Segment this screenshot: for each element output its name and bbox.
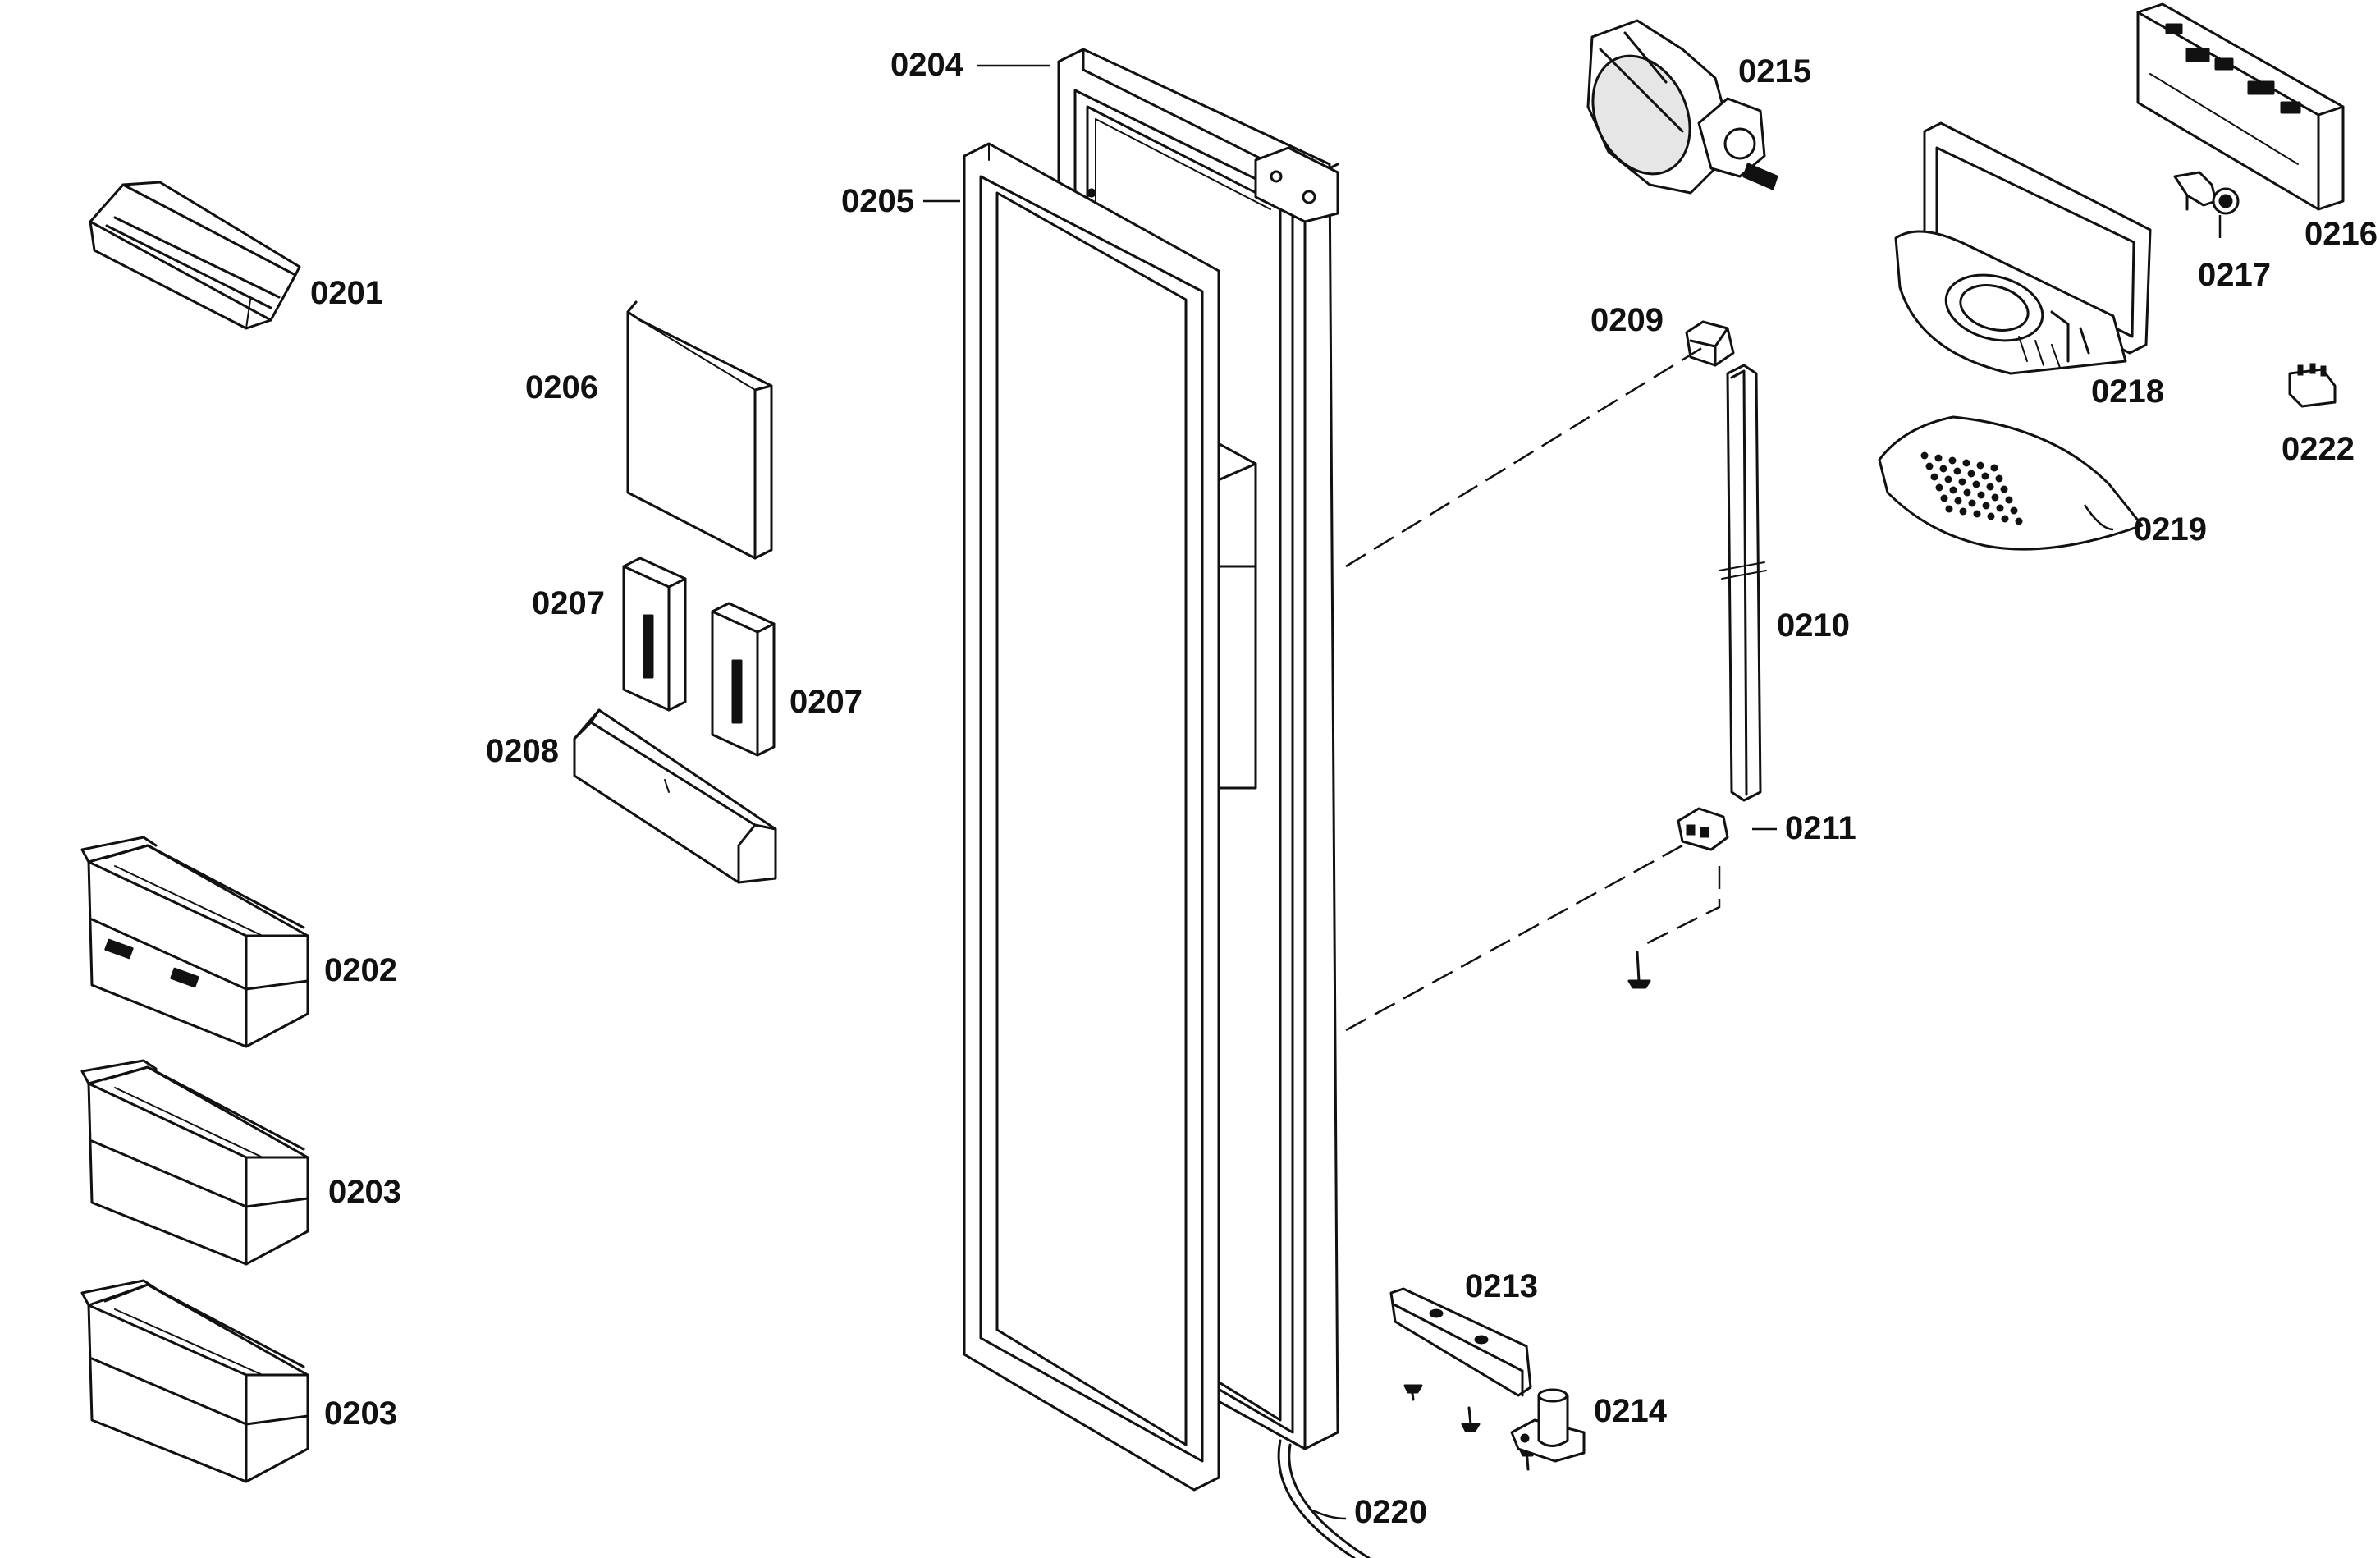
label-0205: 0205 [841, 183, 914, 219]
grille-hole [1944, 475, 1952, 483]
label-0217: 0217 [2198, 257, 2271, 293]
part-0206-cover [626, 300, 773, 560]
label-0220: 0220 [1354, 1494, 1427, 1530]
label-0203-lower: 0203 [324, 1395, 397, 1432]
grille-hole [1920, 451, 1929, 460]
part-0207-cartridge-left [622, 557, 687, 712]
label-0209: 0209 [1590, 302, 1664, 338]
label-0214: 0214 [1594, 1393, 1668, 1429]
screw-icon [1403, 1384, 1423, 1401]
grille-hole [1982, 502, 1990, 510]
grille-hole [1972, 480, 1980, 488]
grille-hole [1935, 483, 1943, 492]
part-0202-door-bin [80, 836, 309, 1048]
grille-hole [1976, 461, 1984, 470]
part-0222-relay [2288, 363, 2337, 408]
grille-hole [1959, 507, 1967, 516]
grille-hole [1934, 454, 1943, 462]
grille-hole [1973, 510, 1981, 518]
grille-hole [1963, 488, 1971, 497]
label-0216: 0216 [2304, 216, 2378, 252]
label-0207-left: 0207 [532, 585, 605, 621]
part-0216-control-board [2136, 2, 2345, 211]
grille-hole [1990, 464, 1998, 472]
grille-hole [2010, 506, 2018, 515]
label-0215: 0215 [1738, 53, 1811, 89]
label-0222: 0222 [2282, 431, 2355, 467]
grille-hole [1948, 456, 1957, 465]
part-labels: 0201 0202 0203 0203 0204 0205 0206 0207 … [310, 47, 2378, 1530]
grille-hole [1940, 494, 1948, 502]
grille-hole [1987, 512, 1995, 520]
label-0203-upper: 0203 [328, 1174, 401, 1210]
label-0202: 0202 [324, 952, 397, 988]
part-0217-knob [2173, 171, 2240, 215]
grille-hole [2001, 515, 2009, 523]
part-0210-mullion-strip [1719, 364, 1767, 802]
part-0218-dispenser-frame [1894, 121, 2152, 375]
grille-hole [1958, 478, 1966, 486]
grille-hole [1996, 504, 2004, 512]
grille-hole [1967, 470, 1975, 478]
grille-hole [1939, 465, 1947, 473]
leader-lines [923, 64, 2222, 1520]
part-0205-gasket [963, 142, 1220, 1492]
label-0219: 0219 [2134, 511, 2207, 548]
grille-hole [1945, 505, 1953, 513]
part-0207-cartridge-right [711, 602, 776, 757]
screw-icon [1627, 951, 1651, 989]
part-0220-cable [1277, 1439, 1371, 1558]
part-0209-end-cap [1685, 320, 1735, 367]
part-0215-motor-housing [1586, 19, 1778, 195]
label-0208: 0208 [486, 733, 559, 769]
alignment-lines [1345, 343, 1721, 1032]
label-0204: 0204 [890, 47, 964, 83]
label-0210: 0210 [1777, 607, 1850, 644]
grille-hole [1925, 462, 1934, 470]
part-0201-shelf-bin [89, 181, 301, 330]
grille-hole [1953, 467, 1961, 475]
grille-hole [2005, 496, 2013, 504]
label-0207-right: 0207 [790, 684, 863, 720]
grille-hole [1991, 493, 1999, 502]
grille-hole [1954, 497, 1962, 505]
part-0203-door-bin-upper [80, 1059, 309, 1266]
grille-hole [1986, 483, 1994, 491]
part-0203-door-bin-lower [80, 1279, 309, 1483]
part-0208-tray [573, 708, 777, 884]
grille-hole [2000, 485, 2008, 493]
grille-hole [1968, 499, 1976, 507]
label-0201: 0201 [310, 275, 383, 311]
part-0213-hinge [1389, 1287, 1532, 1397]
part-0211-end-cap [1677, 807, 1729, 851]
label-0218: 0218 [2091, 373, 2164, 410]
grille-hole [1949, 486, 1957, 494]
label-0213: 0213 [1465, 1268, 1538, 1304]
grille-hole [2015, 517, 2023, 525]
grille-hole [1981, 472, 1989, 480]
grille-hole [1977, 491, 1985, 499]
grille-hole [1995, 474, 2003, 483]
grille-hole [1962, 459, 1970, 467]
screw-icon [1461, 1406, 1481, 1432]
part-0219-grille [1878, 415, 2144, 551]
part-0214-hinge-pin [1510, 1388, 1586, 1463]
grille-hole [1930, 473, 1938, 481]
label-0211: 0211 [1785, 810, 1856, 846]
label-0206: 0206 [525, 369, 598, 406]
